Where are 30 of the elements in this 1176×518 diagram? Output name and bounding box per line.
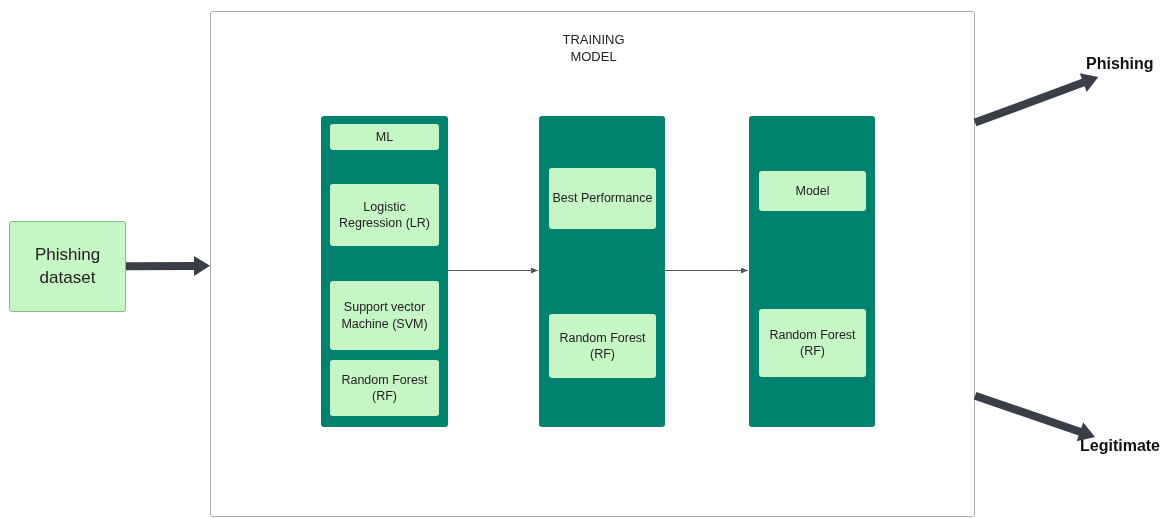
process-box xyxy=(330,184,439,246)
output-label: Phishing xyxy=(1086,55,1170,77)
column-panel xyxy=(539,116,665,427)
group-title: TRAINING MODEL xyxy=(561,32,626,66)
column-panel xyxy=(749,116,875,427)
box-label: Model xyxy=(794,182,831,200)
process-box xyxy=(759,309,866,377)
thick-arrow xyxy=(126,255,210,276)
group-frame xyxy=(210,11,975,517)
process-box xyxy=(549,314,656,378)
box-label: Best Performance xyxy=(551,190,654,207)
box-label: Random Forest (RF) xyxy=(340,371,429,405)
process-box xyxy=(9,221,126,312)
thick-arrow xyxy=(973,73,1099,127)
output-label: Legitimate xyxy=(1080,437,1174,459)
box-label: ML xyxy=(374,128,395,146)
arrow xyxy=(446,267,539,274)
process-box xyxy=(330,360,439,416)
process-box xyxy=(330,281,439,350)
box-label: Support vector Machine (SVM) xyxy=(340,299,429,332)
process-box xyxy=(759,171,866,211)
arrow xyxy=(663,267,749,274)
column-panel xyxy=(321,116,448,427)
thick-arrow xyxy=(973,391,1096,442)
box-label: Logistic Regression (LR) xyxy=(338,198,431,232)
box-label: Phishing dataset xyxy=(33,244,102,289)
box-label: Random Forest (RF) xyxy=(768,326,857,360)
process-box xyxy=(330,124,439,150)
process-box xyxy=(549,168,656,229)
box-label: Random Forest (RF) xyxy=(558,329,647,363)
